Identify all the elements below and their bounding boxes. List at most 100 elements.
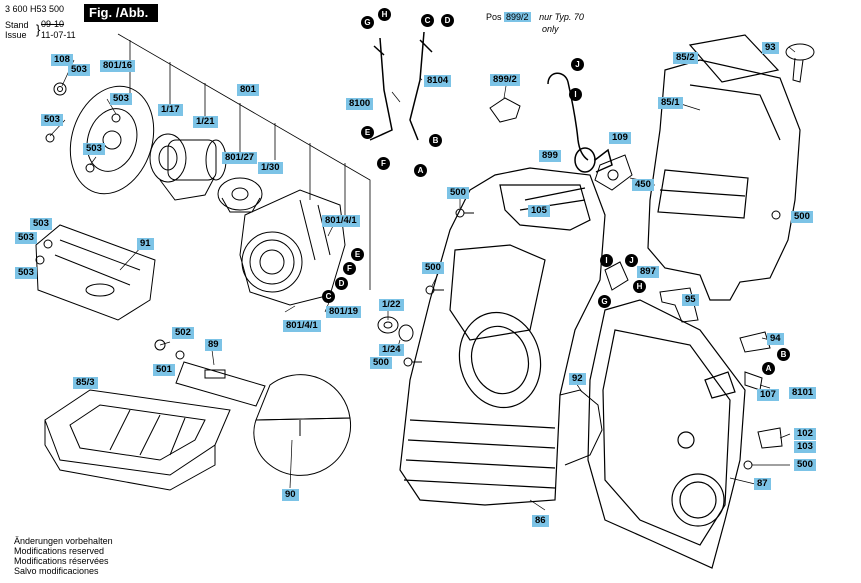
part-label: 92 [569, 373, 586, 385]
part-label: 899/2 [490, 74, 520, 86]
part-label: 1/30 [258, 162, 283, 174]
connector-marker: A [762, 362, 775, 375]
connector-marker: F [377, 157, 390, 170]
part-label: 500 [447, 187, 469, 199]
connector-marker: H [633, 280, 646, 293]
cutting-disc [253, 374, 352, 476]
motor-housing [239, 189, 346, 306]
part-label: 89 [205, 339, 222, 351]
part-label: 93 [762, 42, 779, 54]
collection-tray [44, 389, 231, 491]
part-label: 503 [41, 114, 63, 126]
part-label: 1/22 [379, 299, 404, 311]
part-label: 8100 [346, 98, 374, 110]
part-label: 105 [528, 205, 550, 217]
footer-line: Modifications reserved [14, 546, 105, 556]
pos-label: Pos [486, 12, 502, 22]
part-label: 897 [637, 266, 659, 278]
part-label: 503 [83, 143, 105, 155]
cables-8100-8104 [369, 31, 433, 141]
connector-marker: B [777, 348, 790, 361]
part-label: 500 [422, 262, 444, 274]
connector-marker: F [343, 262, 356, 275]
part-label: 102 [794, 428, 816, 440]
part-label: 85/1 [658, 97, 683, 109]
part-label: 95 [682, 294, 699, 306]
part-label: 801/16 [100, 60, 136, 72]
footer-notes: Änderungen vorbehalten Modifications res… [14, 536, 113, 576]
part-label: 899 [539, 150, 561, 162]
brace-glyph: } [36, 22, 41, 37]
part-label: 801/19 [326, 306, 362, 318]
connector-marker: C [421, 14, 434, 27]
screws-center [377, 208, 781, 470]
connector-marker: I [569, 88, 582, 101]
connector-marker: E [361, 126, 374, 139]
capacitor-part [489, 97, 521, 123]
pos-value: 899/2 [504, 12, 531, 22]
part-label: 500 [794, 459, 816, 471]
hopper-cover [647, 34, 801, 301]
part-label: 503 [15, 267, 37, 279]
footer-line: Modifications réservées [14, 556, 109, 566]
part-label: 8104 [424, 75, 452, 87]
note-line1: nur Typ. 70 [539, 12, 584, 22]
part-label: 503 [110, 93, 132, 105]
fan-part [217, 177, 263, 213]
doc-number: 3 600 H53 500 [5, 4, 65, 14]
pos-note: Pos 899/2 nur Typ. 70 [486, 12, 584, 23]
blade-holder [175, 361, 266, 407]
issue-label: Issue [5, 30, 27, 40]
part-label: 85/2 [673, 52, 698, 64]
part-label: 1/24 [379, 344, 404, 356]
connector-marker: H [378, 8, 391, 21]
part-label: 450 [632, 179, 654, 191]
part-label: 801/4/1 [283, 320, 321, 332]
connector-marker: D [441, 14, 454, 27]
knob-93 [785, 43, 815, 83]
part-label: 109 [609, 132, 631, 144]
connector-marker: G [361, 16, 374, 29]
stand-old-date: 09-10 [41, 19, 65, 29]
part-label: 108 [51, 54, 73, 66]
stand-label: Stand [5, 20, 29, 30]
base-plate [35, 224, 156, 321]
figure-label: Fig. /Abb. 1 [84, 4, 158, 38]
part-label: 107 [757, 389, 779, 401]
group-bracket-801 [117, 33, 371, 290]
connector-marker: G [598, 295, 611, 308]
parts-right [604, 261, 783, 449]
part-label: 94 [767, 333, 784, 345]
connector-marker: J [625, 254, 638, 267]
part-label: 91 [137, 238, 154, 250]
part-label: 1/17 [158, 104, 183, 116]
part-label: 801/4/1 [322, 215, 360, 227]
part-label: 801 [237, 84, 259, 96]
part-label: 87 [754, 478, 771, 490]
connector-marker: J [571, 58, 584, 71]
part-label: 502 [172, 327, 194, 339]
connector-marker: D [335, 277, 348, 290]
part-label: 1/21 [193, 116, 218, 128]
connector-marker: I [600, 254, 613, 267]
part-label: 500 [791, 211, 813, 223]
part-label: 503 [30, 218, 52, 230]
guard-92 [559, 389, 603, 466]
part-label: 103 [794, 441, 816, 453]
footer-line: Änderungen vorbehalten [14, 536, 113, 546]
issue-date: 11-07-11 [41, 30, 76, 40]
part-label: 86 [532, 515, 549, 527]
side-housing [587, 299, 746, 569]
main-housing [399, 167, 606, 506]
connector-marker: C [322, 290, 335, 303]
connector-marker: E [351, 248, 364, 261]
connector-marker: B [429, 134, 442, 147]
note-line2: only [542, 24, 559, 34]
part-label: 90 [282, 489, 299, 501]
part-label: 85/3 [73, 377, 98, 389]
part-label: 8101 [789, 387, 817, 399]
footer-line: Salvo modificaciones [14, 566, 99, 576]
motor-assembly [149, 133, 227, 201]
switch-109 [594, 154, 633, 191]
